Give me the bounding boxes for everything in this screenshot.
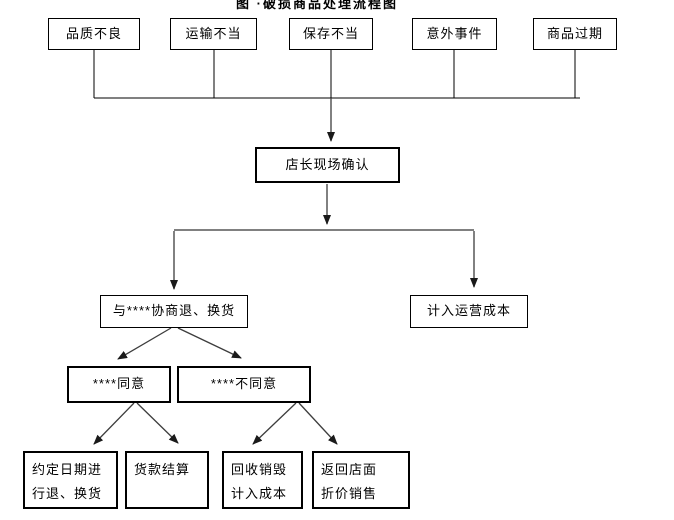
arrow-disagree-to-recycle	[252, 402, 297, 445]
node-label: 运输不当	[185, 25, 242, 41]
node-label: ****不同意	[210, 376, 278, 392]
arrow-to-agree	[117, 327, 172, 360]
node-schedule-return-exchange: 约定日期进 行退、换货	[23, 451, 118, 509]
node-label: 计入运营成本	[426, 303, 511, 319]
node-label: 店长现场确认	[285, 156, 370, 172]
node-label: 保存不当	[302, 25, 359, 41]
node-cause-improper-storage: 保存不当	[289, 18, 373, 50]
diagram-title: 图 ·破损商品处理流程图	[236, 0, 398, 11]
arrow-to-disagree	[177, 327, 242, 359]
node-partner-agrees: ****同意	[67, 366, 171, 403]
node-cause-improper-transport: 运输不当	[170, 18, 257, 50]
flow-arrows	[93, 98, 478, 445]
node-manager-onsite-confirm: 店长现场确认	[255, 147, 400, 183]
node-partner-disagrees: ****不同意	[177, 366, 311, 403]
node-count-operating-cost: 计入运营成本	[410, 295, 528, 328]
node-label-line1: 约定日期进	[32, 462, 103, 477]
node-label: 与****协商退、换货	[112, 303, 236, 319]
node-label: 品质不良	[65, 25, 122, 41]
node-label: 意外事件	[426, 25, 483, 41]
node-cause-accident: 意外事件	[412, 18, 497, 50]
node-negotiate-return-exchange: 与****协商退、换货	[100, 295, 248, 328]
arrow-disagree-to-return	[298, 402, 338, 445]
node-label-line1: 回收销毁	[231, 462, 288, 477]
node-label: ****同意	[92, 376, 146, 392]
node-cause-expired-goods: 商品过期	[533, 18, 617, 50]
node-label-line2: 折价销售	[321, 486, 378, 501]
node-return-store-discount-sale: 返回店面 折价销售	[312, 451, 410, 509]
node-label-line2: 行退、换货	[32, 486, 103, 501]
node-label-line1: 货款结算	[134, 462, 191, 477]
node-label-line1: 返回店面	[321, 462, 378, 477]
node-label-line2: 计入成本	[231, 486, 288, 501]
node-cause-quality-defect: 品质不良	[48, 18, 140, 50]
node-recycle-destroy-cost: 回收销毁 计入成本	[222, 451, 303, 509]
arrow-agree-to-schedule	[93, 402, 135, 445]
node-label: 商品过期	[546, 25, 603, 41]
cause-merge-connectors	[93, 50, 580, 231]
node-payment-settlement: 货款结算	[125, 451, 209, 509]
arrow-agree-to-settlement	[136, 402, 179, 444]
